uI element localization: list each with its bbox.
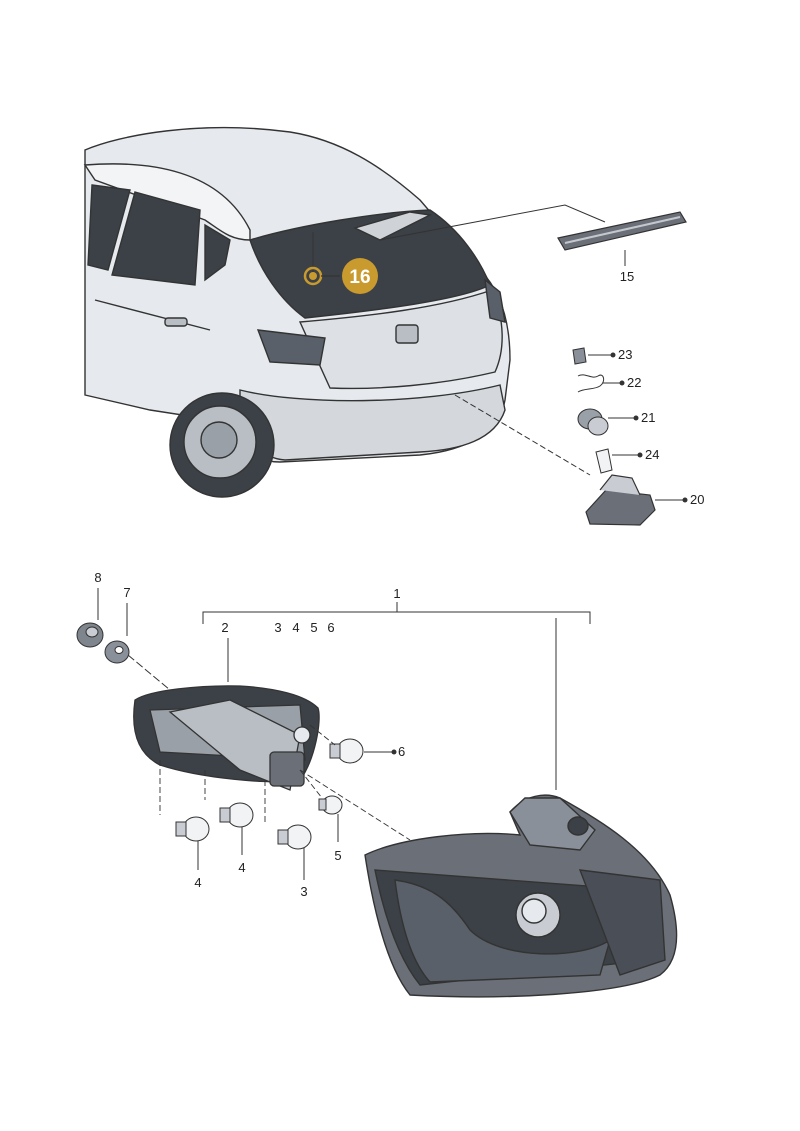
bulb-4-left xyxy=(175,816,210,870)
part-20-plate-light xyxy=(585,474,688,526)
callout-24: 24 xyxy=(645,447,659,462)
callout-1: 1 xyxy=(393,586,400,601)
callout-5-bulb: 5 xyxy=(334,848,341,863)
callout-3-bulb: 3 xyxy=(300,884,307,899)
callout-22: 22 xyxy=(627,375,641,390)
part-15-brake-light xyxy=(557,211,687,266)
callout-8: 8 xyxy=(94,570,101,585)
part-21-bulb-socket xyxy=(577,408,639,436)
callout-3-top: 3 xyxy=(274,620,281,635)
callout-4-right: 4 xyxy=(238,860,245,875)
assembly-lines xyxy=(159,724,411,841)
bulb-6 xyxy=(329,738,397,764)
callout-20: 20 xyxy=(690,492,704,507)
callout-6-bulb: 6 xyxy=(398,744,405,759)
part-24-bulb xyxy=(595,448,643,474)
part-2-bulb-carrier xyxy=(133,685,320,791)
part-7-washer xyxy=(104,640,130,664)
car-illustration xyxy=(83,126,511,498)
part-23-clip xyxy=(572,347,616,365)
part-1-tail-lamp xyxy=(364,794,678,998)
highlight-16-label: 16 xyxy=(349,267,370,288)
part-8-nut xyxy=(76,622,104,648)
callout-6-top: 6 xyxy=(327,620,334,635)
callout-2: 2 xyxy=(221,620,228,635)
callout-7: 7 xyxy=(123,585,130,600)
callout-23: 23 xyxy=(618,347,632,362)
bulb-3 xyxy=(277,824,312,880)
callout-21: 21 xyxy=(641,410,655,425)
bulb-5 xyxy=(318,795,343,842)
callout-5-top: 5 xyxy=(310,620,317,635)
callout-4-left: 4 xyxy=(194,875,201,890)
callout-15: 15 xyxy=(620,269,634,284)
bulb-4-right xyxy=(219,802,254,855)
highlight-16-badge[interactable]: 16 xyxy=(342,258,378,294)
callout-4-top: 4 xyxy=(292,620,299,635)
highlight-16-marker xyxy=(303,232,340,286)
part-22-spring-clip xyxy=(577,374,625,393)
